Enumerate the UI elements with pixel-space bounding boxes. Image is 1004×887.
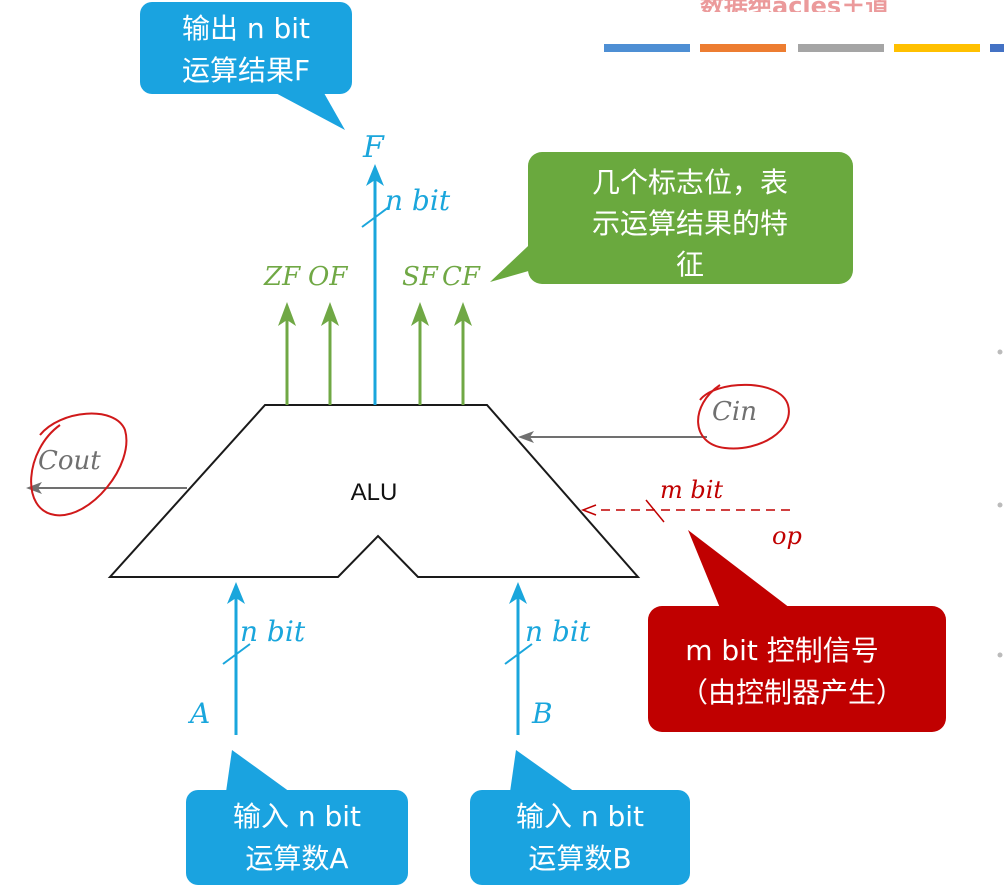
flag-of-label: OF — [308, 262, 348, 292]
header-bar-blue — [604, 44, 690, 52]
f-arrow-head — [366, 164, 384, 186]
a-arrow-head — [227, 582, 245, 604]
edge-dot-3 — [997, 652, 1003, 658]
cin-label: Cin — [712, 397, 757, 427]
callout-inputA-box — [186, 790, 408, 885]
callout-inputB-tail — [510, 750, 575, 792]
b-label: B — [531, 697, 553, 730]
callout-output-box — [140, 2, 352, 94]
callout-inputB-line1: 输入 n bit — [516, 800, 644, 833]
cf-arrow-head — [454, 302, 472, 326]
a-width-label: n bit — [240, 615, 306, 648]
callout-flags-line3: 征 — [676, 248, 704, 281]
cout-label: Cout — [38, 446, 101, 476]
f-width-label: n bit — [385, 184, 451, 217]
callout-output-tail — [270, 86, 345, 130]
f-label: F — [362, 130, 385, 165]
op-width-label: m bit — [660, 476, 723, 504]
header-title-fragment: 数据绝acles王道 — [700, 0, 1004, 12]
callout-inputA-line1: 输入 n bit — [233, 800, 361, 833]
cout-arrow-head — [26, 482, 42, 494]
callout-output-line1: 输出 n bit — [182, 12, 310, 45]
flag-zf-label: ZF — [263, 262, 301, 292]
header-bar-gray — [798, 44, 884, 52]
op-arrow-head — [580, 504, 597, 516]
b-width-slash — [504, 643, 533, 665]
callout-flags-line1: 几个标志位，表 — [592, 166, 788, 199]
callout-control-box — [648, 606, 946, 732]
callout-flags-box — [528, 152, 853, 284]
callout-output-line2: 运算结果F — [182, 54, 310, 87]
a-label: A — [187, 697, 210, 730]
a-width-slash — [222, 643, 251, 665]
f-width-slash — [361, 206, 390, 228]
edge-dot-1 — [997, 349, 1003, 355]
edge-dot-2 — [997, 502, 1003, 508]
header-bar-orange — [700, 44, 786, 52]
cout-circle-annotation — [30, 412, 128, 517]
callout-flags-line2: 示运算结果的特 — [592, 207, 788, 240]
callout-control-tail — [688, 530, 790, 608]
callout-inputA-tail — [226, 750, 290, 792]
op-width-slash — [645, 499, 665, 523]
callout-inputB-box — [470, 790, 690, 885]
cin-arrow-head — [518, 431, 534, 443]
flag-cf-label: CF — [442, 262, 481, 292]
op-label: op — [772, 522, 802, 550]
alu-shape — [107, 404, 641, 578]
callout-control-line1: m bit 控制信号 — [685, 634, 879, 667]
cin-circle-annotation — [697, 383, 790, 450]
header-bar-navy — [990, 44, 1004, 52]
callout-inputB-line2: 运算数B — [528, 842, 631, 875]
sf-arrow-head — [411, 302, 429, 326]
callout-control-line2: （由控制器产生） — [680, 676, 904, 709]
flag-sf-label: SF — [402, 262, 439, 292]
of-arrow-head — [321, 302, 339, 326]
zf-arrow-head — [278, 302, 296, 326]
alu-label: ALU — [351, 479, 398, 506]
callout-inputA-line2: 运算数A — [245, 842, 348, 875]
header-bar-yellow — [894, 44, 980, 52]
b-arrow-head — [509, 582, 527, 604]
b-width-label: n bit — [525, 615, 591, 648]
